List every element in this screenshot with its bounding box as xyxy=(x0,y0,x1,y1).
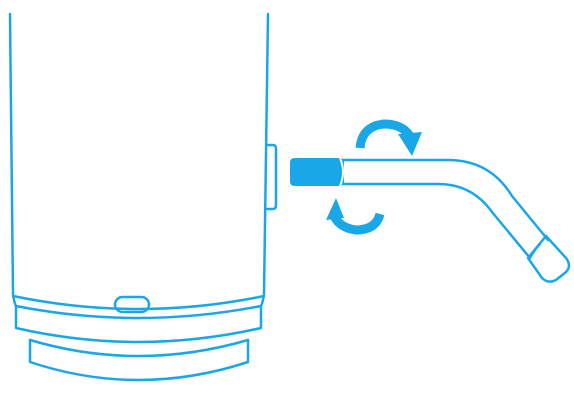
hose-connector xyxy=(290,157,344,187)
collar-top-curve xyxy=(11,294,266,311)
body-left-edge xyxy=(8,12,15,296)
connector-edge xyxy=(339,157,344,187)
hose xyxy=(338,158,550,260)
rotate-top-arc xyxy=(355,119,414,149)
connector-fill xyxy=(290,158,344,186)
body-collar xyxy=(11,292,266,344)
collar-band xyxy=(14,304,263,344)
tip-outline xyxy=(526,234,571,283)
rotate-top-arrowhead xyxy=(398,132,422,156)
rotate-bottom-arrowhead xyxy=(326,198,344,220)
rotate-arrow-top-icon xyxy=(355,119,422,156)
hose-tip xyxy=(526,234,571,283)
indicator-slot xyxy=(113,295,151,314)
base-outline xyxy=(28,338,250,382)
tip-ring xyxy=(528,242,542,260)
rotate-arrow-bottom-icon xyxy=(326,198,385,235)
collar-band-top xyxy=(14,304,263,320)
rotate-bottom-arc xyxy=(329,212,385,235)
body-right-edge xyxy=(262,12,270,296)
hose-bottom-edge xyxy=(338,182,532,260)
base xyxy=(28,338,250,382)
port-outline xyxy=(266,143,278,211)
hose-top-edge xyxy=(338,158,550,242)
pump-body xyxy=(8,12,270,296)
side-port xyxy=(266,143,278,211)
base-top-curve xyxy=(28,338,250,358)
